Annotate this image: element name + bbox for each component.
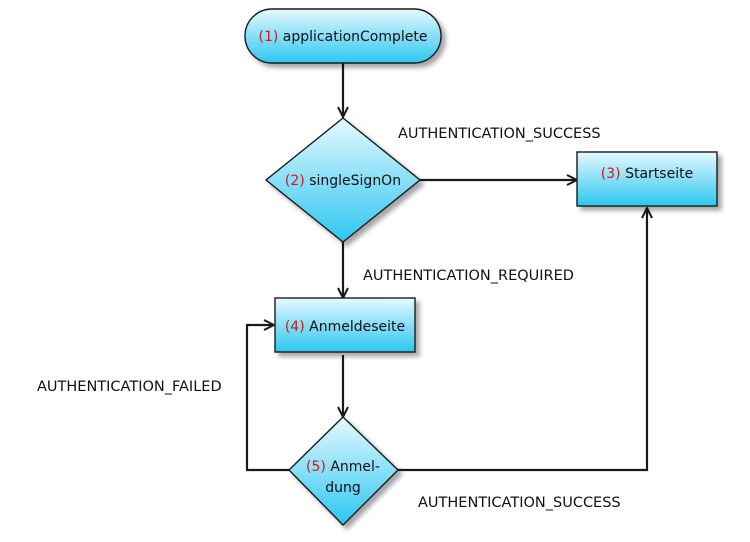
node-startseite: (3) Startseite bbox=[576, 151, 718, 207]
node-anmeldeseite-shape bbox=[274, 297, 416, 353]
node-application-complete-label: (1) applicationComplete bbox=[259, 29, 428, 45]
node-single-sign-on-shape bbox=[264, 117, 422, 243]
node-startseite-shape bbox=[576, 151, 718, 207]
node-single-sign-on: (2) singleSignOn bbox=[264, 117, 422, 243]
node-anmeldung: (5) Anmel- dung bbox=[288, 416, 399, 526]
node-anmeldung-label-line1: (5) Anmel- bbox=[306, 459, 380, 475]
label-sso-required: AUTHENTICATION_REQUIRED bbox=[363, 268, 574, 284]
node-single-sign-on-label: (2) singleSignOn bbox=[285, 173, 401, 189]
node-anmeldung-shape bbox=[288, 416, 399, 526]
edges bbox=[245, 63, 647, 472]
node-application-complete-shape bbox=[244, 8, 442, 64]
label-login-failed: AUTHENTICATION_FAILED bbox=[37, 379, 222, 395]
node-application-complete: (1) applicationComplete bbox=[244, 8, 442, 64]
node-anmeldeseite: (4) Anmeldeseite bbox=[274, 297, 416, 353]
node-startseite-label: (3) Startseite bbox=[601, 166, 693, 182]
label-sso-success: AUTHENTICATION_SUCCESS bbox=[398, 126, 601, 142]
edge-5-to-3 bbox=[398, 208, 647, 472]
node-anmeldeseite-label: (4) Anmeldeseite bbox=[285, 319, 405, 335]
edge-5-to-4 bbox=[245, 325, 289, 472]
label-login-success: AUTHENTICATION_SUCCESS bbox=[418, 495, 621, 511]
node-anmeldung-label-line2: dung bbox=[325, 480, 361, 496]
